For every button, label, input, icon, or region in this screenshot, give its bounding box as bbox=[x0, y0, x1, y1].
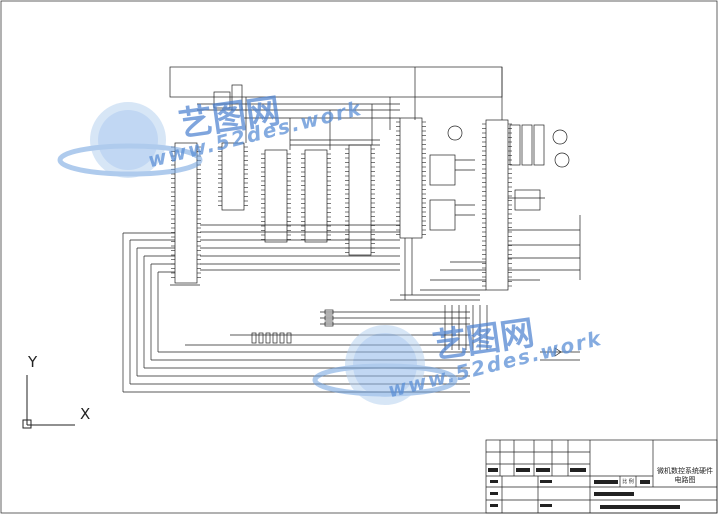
scale-field: 比 例 bbox=[622, 479, 634, 485]
ram-chip bbox=[264, 149, 288, 243]
driver-block-1 bbox=[509, 124, 521, 166]
latch-chip-1 bbox=[304, 149, 328, 243]
right-io-chip bbox=[485, 119, 509, 291]
drawing-name-line2: 电路图 bbox=[674, 476, 696, 484]
watermark-globe-left bbox=[57, 102, 203, 178]
drawing-name-line1: 微机数控系统硬件 bbox=[657, 467, 713, 475]
title-block bbox=[485, 439, 718, 514]
resistor-row bbox=[251, 332, 292, 344]
driver-block-2 bbox=[521, 124, 533, 166]
eprom-chip bbox=[221, 142, 245, 211]
crossbar-grid bbox=[444, 305, 488, 350]
watermark-globe-right bbox=[312, 325, 458, 405]
driver-block-3 bbox=[533, 124, 545, 166]
motor-z bbox=[554, 152, 570, 168]
ucs-icon bbox=[22, 375, 75, 429]
io-chip bbox=[399, 117, 423, 239]
title-block-fills bbox=[488, 468, 680, 509]
motor-x bbox=[552, 129, 568, 145]
motor-top bbox=[447, 125, 463, 141]
cpu-chip bbox=[174, 142, 198, 284]
y-axis-label: Y bbox=[28, 353, 38, 371]
latch-chip-2 bbox=[348, 144, 372, 256]
x-axis-label: X bbox=[80, 405, 91, 423]
